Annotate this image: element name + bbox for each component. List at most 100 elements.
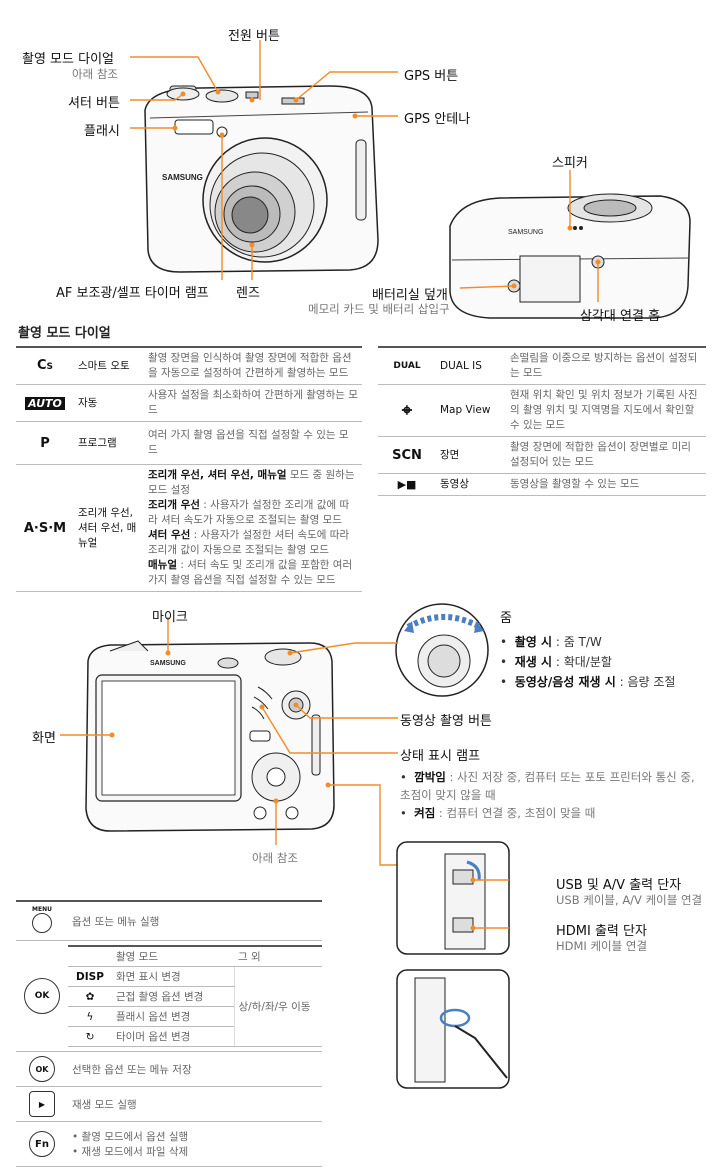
mode-name: 장면 bbox=[436, 436, 506, 474]
mode-desc: 사용자 설정을 최소화하여 간편하게 촬영하는 모드 bbox=[144, 384, 362, 422]
camera-back-illustration: SAMSUNG bbox=[60, 603, 489, 866]
flash-icon: ϟ bbox=[68, 1006, 112, 1027]
mode-name: 동영상 bbox=[436, 473, 506, 496]
map-view-icon: ⌖ bbox=[378, 384, 436, 437]
ok-key-desc: 선택한 옵션 또는 메뉴 저장 bbox=[68, 1051, 322, 1087]
strap-closeup bbox=[396, 969, 510, 1089]
nav-subtable: 촬영 모드 그 외 DISP 화면 표시 변경 상/하/좌/우 이동 ✿ 근접 … bbox=[68, 945, 322, 1047]
keys-table: MENU 옵션 또는 메뉴 실행 OK 촬영 모드 그 외 DISP 화면 표시… bbox=[16, 900, 322, 1167]
zoom-list: • 촬영 시 : 줌 T/W • 재생 시 : 확대/분할 • 동영상/음성 재… bbox=[500, 632, 675, 692]
mode-section-title: 촬영 모드 다이얼 bbox=[18, 326, 111, 341]
movie-icon: ▶■ bbox=[378, 473, 436, 496]
zoom-lever-closeup bbox=[395, 603, 489, 697]
hdmi-port-label: HDMI 출력 단자 bbox=[556, 924, 647, 939]
nav-other: 상/하/좌/우 이동 bbox=[233, 966, 322, 1047]
smart-auto-icon: CS bbox=[16, 346, 74, 385]
mode-desc: 현재 위치 확인 및 위치 정보가 기록된 사진의 촬영 위치 및 지역명을 지… bbox=[506, 384, 706, 437]
mode-row: P 프로그램 여러 가지 촬영 옵션을 직접 설정할 수 있는 모드 bbox=[16, 421, 362, 465]
key-row: MENU 옵션 또는 메뉴 실행 bbox=[16, 900, 322, 941]
play-key-cell: ▶ bbox=[16, 1086, 68, 1122]
svg-text:SAMSUNG: SAMSUNG bbox=[508, 229, 543, 236]
gps-button-label: GPS 버튼 bbox=[404, 69, 459, 84]
see-below-note: 아래 참조 bbox=[252, 851, 298, 865]
mode-table-right: DUAL DUAL IS 손떨림을 이중으로 방지하는 옵션이 설정되는 모드 … bbox=[378, 346, 706, 496]
port-closeup bbox=[396, 841, 510, 955]
back-leader-lines bbox=[60, 617, 400, 866]
lamp-item: • 깜박임 : 사진 저장 중, 컴퓨터 또는 포토 프린터와 통신 중, 초점… bbox=[400, 770, 695, 802]
mode-desc: 촬영 장면에 적합한 옵션이 장면별로 미리 설정되어 있는 모드 bbox=[506, 436, 706, 474]
shutter-button-label: 셔터 버튼 bbox=[68, 96, 120, 111]
mode-desc: 여러 가지 촬영 옵션을 직접 설정할 수 있는 모드 bbox=[144, 421, 362, 465]
menu-key-desc: 옵션 또는 메뉴 실행 bbox=[68, 900, 322, 941]
mode-desc: 손떨림을 이중으로 방지하는 옵션이 설정되는 모드 bbox=[506, 346, 706, 385]
lamp-item: • 켜짐 : 컴퓨터 연결 중, 초점이 맞을 때 bbox=[400, 806, 596, 820]
nav-desc: 플래시 옵션 변경 bbox=[112, 1006, 234, 1027]
mode-row: DUAL DUAL IS 손떨림을 이중으로 방지하는 옵션이 설정되는 모드 bbox=[378, 346, 706, 385]
nav-desc: 화면 표시 변경 bbox=[112, 966, 234, 987]
power-button-label: 전원 버튼 bbox=[228, 29, 280, 44]
svg-text:SAMSUNG: SAMSUNG bbox=[150, 660, 186, 667]
battery-cover-label: 배터리실 덮개 bbox=[372, 288, 448, 303]
play-key-desc: 재생 모드 실행 bbox=[68, 1086, 322, 1122]
navigation-pad-icon: OK bbox=[24, 978, 60, 1014]
mode-dial-label: 촬영 모드 다이얼 bbox=[22, 52, 114, 67]
zoom-item: • 동영상/음성 재생 시 : 음량 조절 bbox=[500, 675, 676, 689]
flash-label: 플래시 bbox=[84, 124, 120, 139]
mode-row: AUTO 자동 사용자 설정을 최소화하여 간편하게 촬영하는 모드 bbox=[16, 384, 362, 422]
nav-desc: 타이머 옵션 변경 bbox=[112, 1026, 234, 1047]
key-row: OK 선택한 옵션 또는 메뉴 저장 bbox=[16, 1051, 322, 1087]
mode-name: 프로그램 bbox=[74, 421, 144, 465]
brand-text: SAMSUNG bbox=[162, 173, 203, 182]
lamp-list: • 깜박임 : 사진 저장 중, 컴퓨터 또는 포토 프린터와 통신 중, 초점… bbox=[400, 768, 700, 822]
ok-key-cell: OK bbox=[16, 1051, 68, 1087]
mode-row: ⌖ Map View 현재 위치 확인 및 위치 정보가 기록된 사진의 촬영 … bbox=[378, 384, 706, 437]
mode-name: DUAL IS bbox=[436, 346, 506, 385]
camera-front-drawing: SAMSUNG bbox=[144, 85, 379, 273]
mode-desc: 동영상을 촬영할 수 있는 모드 bbox=[506, 473, 706, 496]
speaker-label: 스피커 bbox=[552, 156, 588, 171]
menu-key-cell: MENU bbox=[16, 900, 68, 941]
asm-icon: A·S·M bbox=[16, 464, 74, 592]
program-icon: P bbox=[16, 421, 74, 465]
mode-desc-asm: 조리개 우선, 셔터 우선, 매뉴얼 모드 중 원하는 모드 설정 조리개 우선… bbox=[144, 464, 362, 592]
hdmi-port-note: HDMI 케이블 연결 bbox=[556, 939, 648, 953]
gps-antenna-label: GPS 안테나 bbox=[404, 112, 471, 127]
lens-label: 렌즈 bbox=[236, 286, 260, 301]
fn-button-icon: Fn bbox=[29, 1131, 55, 1157]
top-leader-lines bbox=[130, 40, 601, 302]
timer-icon: ↻ bbox=[68, 1026, 112, 1047]
screen-label: 화면 bbox=[32, 731, 56, 746]
usb-port-label: USB 및 A/V 출력 단자 bbox=[556, 878, 682, 893]
zoom-item: • 촬영 시 : 줌 T/W bbox=[500, 635, 602, 649]
disp-icon: DISP bbox=[68, 966, 112, 987]
mode-table-left: CS 스마트 오토 촬영 장면을 인식하여 촬영 장면에 적합한 옵션을 자동으… bbox=[16, 346, 362, 592]
scene-icon: SCN bbox=[378, 436, 436, 474]
mode-name: 조리개 우선, 셔터 우선, 매뉴얼 bbox=[74, 464, 144, 592]
usb-port-note: USB 케이블, A/V 케이블 연결 bbox=[556, 893, 703, 907]
key-row: Fn • 촬영 모드에서 옵션 실행 • 재생 모드에서 파일 삭제 bbox=[16, 1121, 322, 1167]
ok-button-icon: OK bbox=[29, 1056, 55, 1082]
camera-back-drawing: SAMSUNG bbox=[85, 640, 335, 832]
zoom-item: • 재생 시 : 확대/분할 bbox=[500, 655, 612, 669]
fn-key-cell: Fn bbox=[16, 1121, 68, 1167]
dual-is-icon: DUAL bbox=[378, 346, 436, 385]
mode-row: CS 스마트 오토 촬영 장면을 인식하여 촬영 장면에 적합한 옵션을 자동으… bbox=[16, 346, 362, 385]
mode-name: 자동 bbox=[74, 384, 144, 422]
camera-top-illustration: SAMSUNG SAMSUNG bbox=[130, 40, 691, 319]
fn-key-desc: • 촬영 모드에서 옵션 실행 • 재생 모드에서 파일 삭제 bbox=[68, 1121, 322, 1167]
nav-head-right: 그 외 bbox=[234, 945, 322, 967]
af-lamp-label: AF 보조광/셀프 타이머 램프 bbox=[56, 286, 209, 301]
nav-desc: 근접 촬영 옵션 변경 bbox=[112, 986, 234, 1007]
key-row: OK 촬영 모드 그 외 DISP 화면 표시 변경 상/하/좌/우 이동 ✿ … bbox=[16, 940, 322, 1052]
battery-cover-note: 메모리 카드 및 배터리 삽입구 bbox=[308, 302, 450, 316]
key-row: ▶ 재생 모드 실행 bbox=[16, 1086, 322, 1122]
mode-desc: 촬영 장면을 인식하여 촬영 장면에 적합한 옵션을 자동으로 설정하여 간편하… bbox=[144, 346, 362, 385]
video-button-label: 동영상 촬영 버튼 bbox=[400, 714, 492, 729]
mode-name: Map View bbox=[436, 384, 506, 437]
playback-button-icon: ▶ bbox=[29, 1091, 55, 1117]
macro-icon: ✿ bbox=[68, 986, 112, 1007]
mode-dial-note: 아래 참조 bbox=[72, 67, 118, 81]
camera-bottom-drawing: SAMSUNG bbox=[449, 193, 691, 319]
zoom-title: 줌 bbox=[500, 611, 512, 626]
mic-label: 마이크 bbox=[152, 610, 188, 625]
